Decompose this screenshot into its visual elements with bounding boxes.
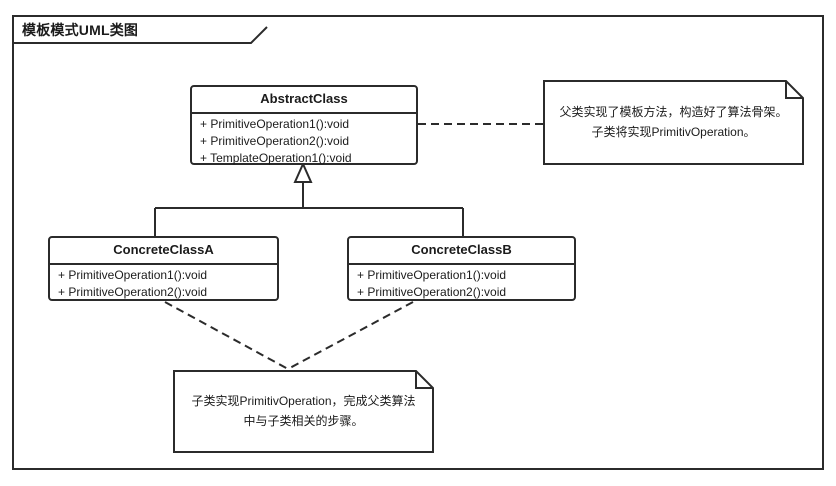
page-title: 模板模式UML类图 — [22, 22, 139, 38]
diagram-title-tab: 模板模式UML类图 — [12, 15, 268, 44]
class-member: + PrimitiveOperation1():void — [58, 268, 208, 282]
class-name-abstract-class: AbstractClass — [260, 91, 348, 106]
class-member: + PrimitiveOperation1():void — [357, 268, 507, 282]
class-member: + TemplateOperation1():void — [200, 151, 352, 165]
diagram-frame — [12, 15, 824, 470]
class-box-concrete-class-b[interactable]: ConcreteClassB + PrimitiveOperation1():v… — [347, 236, 576, 301]
class-members-concrete-class-b: + PrimitiveOperation1():void + Primitive… — [349, 263, 574, 303]
note-concrete-classes[interactable]: 子类实现PrimitivOperation，完成父类算法中与子类相关的步骤。 — [173, 370, 434, 453]
note-shape — [543, 80, 804, 165]
class-box-abstract-class[interactable]: AbstractClass + PrimitiveOperation1():vo… — [190, 85, 418, 165]
title-tab-shape — [12, 15, 268, 44]
class-members-concrete-class-a: + PrimitiveOperation1():void + Primitive… — [50, 263, 277, 303]
note-abstract-class[interactable]: 父类实现了模板方法，构造好了算法骨架。子类将实现PrimitivOperatio… — [543, 80, 804, 165]
class-member: + PrimitiveOperation2():void — [58, 285, 208, 299]
note-text: 父类实现了模板方法，构造好了算法骨架。子类将实现PrimitivOperatio… — [559, 105, 788, 139]
class-member: + PrimitiveOperation1():void — [200, 117, 350, 131]
class-name-concrete-class-b: ConcreteClassB — [411, 242, 512, 257]
class-box-concrete-class-a[interactable]: ConcreteClassA + PrimitiveOperation1():v… — [48, 236, 279, 301]
class-members-abstract-class: + PrimitiveOperation1():void + Primitive… — [192, 112, 416, 169]
class-member: + PrimitiveOperation2():void — [200, 134, 350, 148]
class-name-concrete-class-a: ConcreteClassA — [113, 242, 214, 257]
class-member: + PrimitiveOperation2():void — [357, 285, 507, 299]
note-text: 子类实现PrimitivOperation，完成父类算法中与子类相关的步骤。 — [191, 394, 416, 428]
note-shape — [173, 370, 434, 453]
